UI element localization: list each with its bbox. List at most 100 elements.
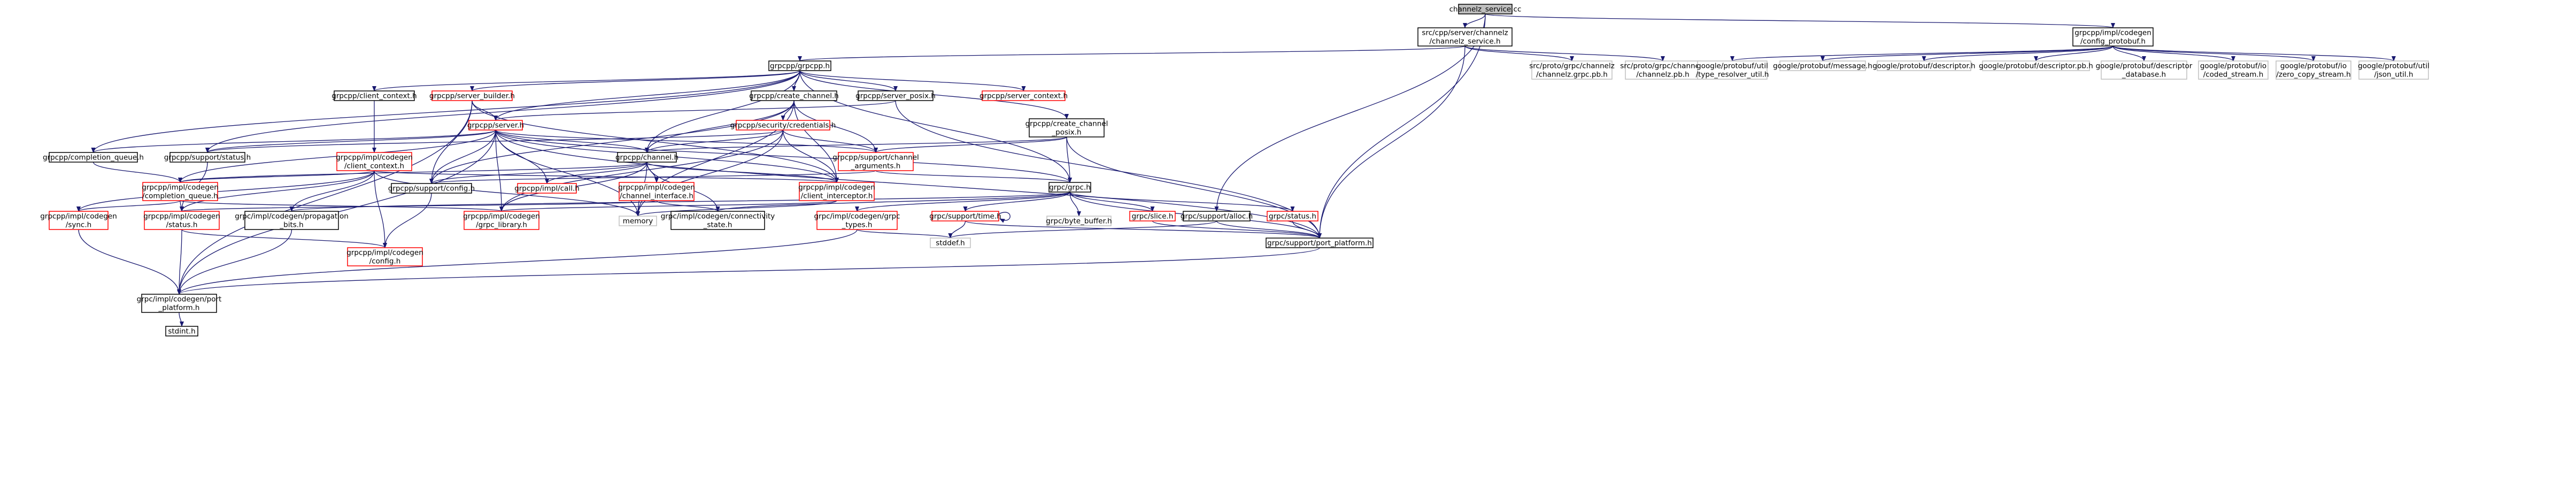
edge-codegen_cq-to-sync <box>76 200 181 212</box>
node-propagation_bits[interactable]: grpc/impl/codegen/propagation_bits.h <box>235 211 349 230</box>
node-client_interceptor[interactable]: grpcpp/impl/codegen/client_interceptor.h <box>798 182 875 201</box>
node-gp_descriptor_db[interactable]: google/protobuf/descriptor_database.h <box>2096 60 2193 80</box>
node-label: grpc/impl/codegen/port <box>137 295 222 304</box>
node-codegen_cq[interactable]: grpcpp/impl/codegen/completion_queue.h <box>142 182 219 201</box>
node-label: /channelz.pb.h <box>1636 71 1689 79</box>
node-port_platform_codegen[interactable]: grpc/impl/codegen/port_platform.h <box>137 294 222 313</box>
node-connectivity_state[interactable]: grpc/impl/codegen/connectivity_state.h <box>661 211 775 230</box>
node-cz_pb[interactable]: src/proto/grpc/channelz/channelz.pb.h <box>1620 60 1706 80</box>
node-label: grpcpp/completion_queue.h <box>43 154 144 162</box>
node-port_platform_support[interactable]: grpc/support/port_platform.h <box>1266 238 1374 248</box>
node-label: src/proto/grpc/channelz <box>1620 62 1706 71</box>
node-stddef[interactable]: stddef.h <box>930 238 971 248</box>
node-label: /completion_queue.h <box>142 192 218 201</box>
node-byte_buffer[interactable]: grpc/byte_buffer.h <box>1046 216 1112 226</box>
node-config_pb[interactable]: grpcpp/impl/codegen/config_protobuf.h <box>2072 27 2154 47</box>
edge-support_time-to-support_time <box>998 212 1011 223</box>
node-gp_json[interactable]: google/protobuf/util/json_util.h <box>2358 60 2430 80</box>
node-grpc_status[interactable]: grpc/status.h <box>1267 211 1318 221</box>
edge-support_config-to-codegen_config <box>383 193 432 248</box>
node-label: grpcpp/grpcpp.h <box>770 62 830 71</box>
node-label: google/protobuf/util <box>1696 62 1768 71</box>
edge-grpcpp-to-server_builder <box>470 70 800 91</box>
node-label: google/protobuf/io <box>2200 62 2266 71</box>
node-label: google/protobuf/descriptor <box>2096 62 2193 71</box>
node-label: _state.h <box>703 221 732 229</box>
node-support_time[interactable]: grpc/support/time.h <box>929 211 1001 221</box>
node-support_config[interactable]: grpcpp/support/config.h <box>388 183 475 194</box>
edge-codegen_status-to-codegen_config <box>181 229 387 248</box>
node-cz_h[interactable]: src/cpp/server/channelz/channelz_service… <box>1417 27 1513 47</box>
node-label: /channelz_service.h <box>1429 37 1500 46</box>
node-server[interactable]: grpcpp/server.h <box>467 120 524 131</box>
node-label: src/cpp/server/channelz <box>1422 29 1508 37</box>
node-memory[interactable]: memory <box>619 216 657 226</box>
node-support_status[interactable]: grpcpp/support/status.h <box>164 152 251 163</box>
node-grpc_types[interactable]: grpc/impl/codegen/grpc_types.h <box>814 211 900 230</box>
edge-codegen_client_context-to-memory <box>374 170 640 217</box>
node-gp_message[interactable]: google/protobuf/message.h <box>1773 60 1872 71</box>
node-label: stddef.h <box>936 239 965 248</box>
node-channel[interactable]: grpcpp/channel.h <box>615 152 678 163</box>
node-label: /config.h <box>369 257 401 266</box>
nodes-layer: channelz_service.ccsrc/cpp/server/channe… <box>40 4 2430 336</box>
node-codegen_config[interactable]: grpcpp/impl/codegen/config.h <box>346 247 423 266</box>
node-label: google/protobuf/message.h <box>1773 62 1872 71</box>
edge-codegen_cq-to-codegen_status <box>179 200 184 212</box>
node-gp_coded[interactable]: google/protobuf/io/coded_stream.h <box>2198 60 2269 80</box>
edge-support_alloc-to-stddef <box>948 220 1217 239</box>
edge-grpcpp-to-server_posix <box>799 70 898 91</box>
edge-cz_h-to-grpcpp <box>798 45 1466 62</box>
node-grpc_library[interactable]: grpcpp/impl/codegen/grpc_library.h <box>463 211 540 230</box>
node-stdint[interactable]: stdint.h <box>165 326 198 336</box>
node-create_channel[interactable]: grpcpp/create_channel.h <box>749 90 839 101</box>
node-label: _platform.h <box>158 304 200 312</box>
node-impl_call[interactable]: grpcpp/impl/call.h <box>514 183 580 194</box>
node-label: /grpc_library.h <box>476 221 527 229</box>
edge-codegen_client_context-to-propagation_bits <box>289 170 375 212</box>
node-gp_zero[interactable]: google/protobuf/io/zero_copy_stream.h <box>2276 60 2351 80</box>
node-server_context[interactable]: grpcpp/server_context.h <box>980 90 1068 101</box>
node-server_builder[interactable]: grpcpp/server_builder.h <box>429 90 515 101</box>
edges-layer <box>76 13 2396 327</box>
node-channel_arguments[interactable]: grpcpp/support/channel_arguments.h <box>832 152 919 171</box>
node-support_alloc[interactable]: grpc/support/alloc.h <box>1181 211 1253 221</box>
edge-channel_arguments-to-support_config <box>429 170 876 184</box>
edge-credentials-to-channel <box>645 129 784 153</box>
node-grpcpp[interactable]: grpcpp/grpcpp.h <box>768 60 831 71</box>
node-gp_type[interactable]: google/protobuf/util/type_resolver_util.… <box>1696 60 1769 80</box>
node-label: /zero_copy_stream.h <box>2276 71 2350 79</box>
node-gp_descriptor_pb[interactable]: google/protobuf/descriptor.pb.h <box>1979 60 2093 71</box>
node-label: google/protobuf/util <box>2358 62 2430 71</box>
node-credentials[interactable]: grpcpp/security/credentials.h <box>730 120 836 131</box>
edge-codegen_status-to-port_platform_codegen <box>177 229 182 295</box>
node-server_posix[interactable]: grpcpp/server_posix.h <box>855 90 936 101</box>
node-grpc_h[interactable]: grpc/grpc.h <box>1048 182 1091 193</box>
node-label: grpcpp/impl/codegen <box>346 249 423 257</box>
node-cz_grpc_pb[interactable]: src/proto/grpc/channelz/channelz.grpc.pb… <box>1529 60 1615 80</box>
node-completion_queue[interactable]: grpcpp/completion_queue.h <box>43 152 144 163</box>
node-sync[interactable]: grpcpp/impl/codegen/sync.h <box>40 211 117 230</box>
edge-config_pb-to-gp_message <box>1821 45 2114 62</box>
node-label: grpc/grpc.h <box>1049 183 1091 192</box>
node-label: grpc/support/time.h <box>929 212 1001 221</box>
node-codegen_client_context[interactable]: grpcpp/impl/codegen/client_context.h <box>336 152 413 171</box>
edge-create_channel_posix-to-channel_arguments <box>874 136 1067 153</box>
node-label: /type_resolver_util.h <box>1696 71 1769 79</box>
node-codegen_status[interactable]: grpcpp/impl/codegen/status.h <box>143 211 220 230</box>
node-gp_descriptor[interactable]: google/protobuf/descriptor.h <box>1872 60 1976 71</box>
node-create_channel_posix[interactable]: grpcpp/create_channel_posix.h <box>1025 118 1108 137</box>
edge-server_builder-to-port_platform_codegen <box>177 100 473 295</box>
node-label: grpcpp/server_builder.h <box>429 92 515 101</box>
edge-codegen_client_context-to-codegen_cq <box>178 170 375 183</box>
edge-channel_interface-to-codegen_status <box>180 200 657 212</box>
edge-config_pb-to-gp_descriptor_db <box>2112 45 2146 62</box>
node-slice[interactable]: grpc/slice.h <box>1129 211 1176 221</box>
node-client_context[interactable]: grpcpp/client_context.h <box>331 90 417 101</box>
edge-config_pb-to-gp_coded <box>2112 45 2235 62</box>
node-channel_interface[interactable]: grpcpp/impl/codegen/channel_interface.h <box>618 182 695 201</box>
edge-grpc_h-to-grpc_status <box>1069 192 1295 212</box>
edge-root-to-cz_h <box>1463 13 1486 28</box>
edge-cz_h-to-cz_pb <box>1464 45 1665 62</box>
node-label: grpcpp/impl/codegen <box>798 183 875 192</box>
